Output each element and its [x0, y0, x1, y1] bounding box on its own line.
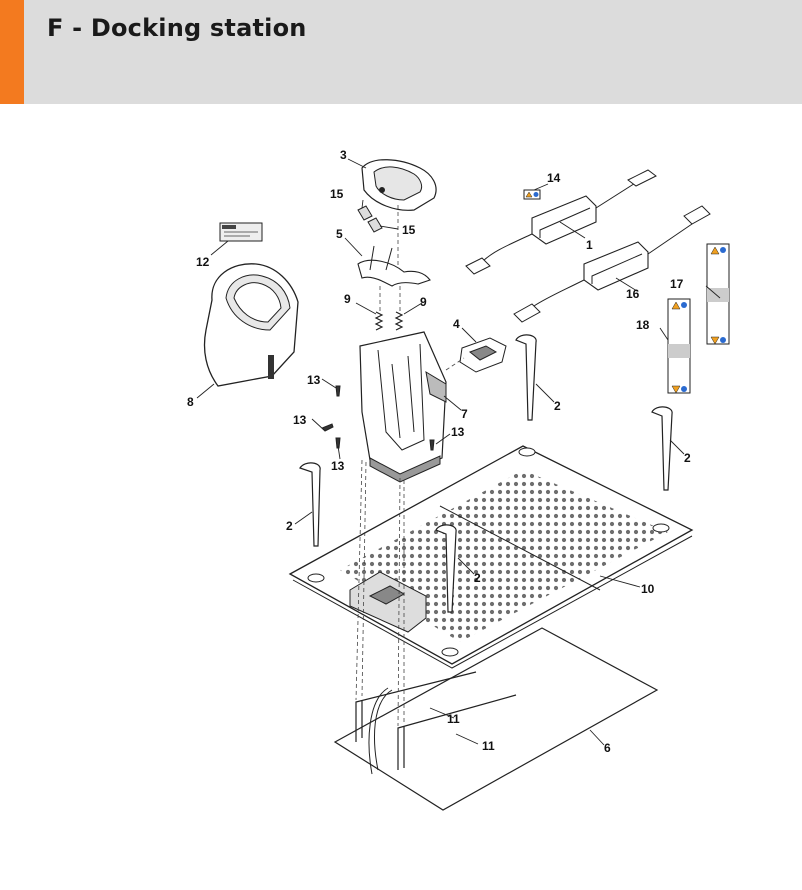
- docking-station-exploded-diagram: 1 2 2 2 2 3 4 5 6 7 8 9 9 10 11 11 12 13…: [187, 148, 730, 811]
- part-decal-12: [219, 222, 263, 242]
- header-accent-bar: [0, 0, 24, 104]
- part-screws: [321, 385, 435, 451]
- callout-9-right: 9: [420, 295, 427, 309]
- part-cable-connector: [459, 337, 507, 373]
- callout-11-lower: 11: [482, 739, 495, 753]
- assembly-guide-lines: [355, 205, 465, 727]
- callout-17: 17: [670, 277, 684, 291]
- part-power-supply-16: [513, 205, 711, 323]
- page-title: F - Docking station: [47, 14, 307, 42]
- part-label-strip-18: [667, 298, 691, 394]
- leader-lines: [196, 158, 721, 746]
- part-label-strip-17: [706, 243, 730, 345]
- callout-13-a: 13: [307, 373, 321, 387]
- part-pegs-11: [355, 671, 517, 770]
- callout-18: 18: [636, 318, 650, 332]
- callout-10: 10: [641, 582, 655, 596]
- callout-7: 7: [461, 407, 468, 421]
- callout-2-center: 2: [474, 571, 481, 585]
- part-base-plate: [288, 445, 694, 669]
- callout-8: 8: [187, 395, 194, 409]
- part-cap: [361, 159, 437, 211]
- part-cover: [203, 263, 299, 387]
- callout-15-lower: 15: [402, 223, 416, 237]
- part-contact-holder: [357, 245, 431, 287]
- callout-11-upper: 11: [447, 712, 460, 726]
- part-charging-station-housing: [359, 331, 447, 483]
- callout-labels: 1 2 2 2 2 3 4 5 6 7 8 9 9 10 11 11 12 13…: [187, 148, 691, 755]
- callout-2-right: 2: [684, 451, 691, 465]
- page-header: [0, 0, 802, 104]
- part-contact-inserts: [357, 205, 383, 233]
- part-stakes: [299, 334, 673, 613]
- callout-13-b: 13: [293, 413, 307, 427]
- callout-1: 1: [586, 238, 593, 252]
- callout-14: 14: [547, 171, 561, 185]
- callout-13-d: 13: [451, 425, 465, 439]
- part-power-supply-1: [465, 169, 657, 275]
- callout-5: 5: [336, 227, 343, 241]
- callout-16: 16: [626, 287, 640, 301]
- callout-2-left: 2: [286, 519, 293, 533]
- callout-12: 12: [196, 255, 210, 269]
- callout-13-c: 13: [331, 459, 345, 473]
- part-decal-14: [523, 189, 541, 200]
- callout-3: 3: [340, 148, 347, 162]
- callout-4: 4: [453, 317, 460, 331]
- part-springs: [374, 311, 404, 331]
- part-boundary-wire-sheet: [333, 627, 659, 811]
- callout-2-back: 2: [554, 399, 561, 413]
- callout-9-left: 9: [344, 292, 351, 306]
- callout-6: 6: [604, 741, 611, 755]
- callout-15-upper: 15: [330, 187, 344, 201]
